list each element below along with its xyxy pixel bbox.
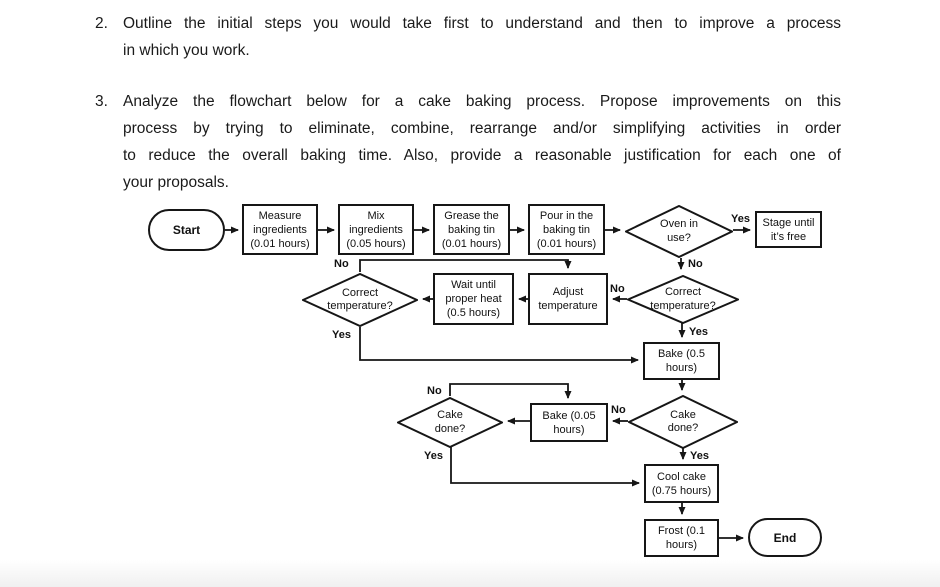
question-3-line-3: to reduce the overall baking time. Also,… [123, 147, 841, 164]
flow-node-grease-tin: Grease the baking tin (0.01 hours) [433, 204, 510, 255]
question-2-line-1: Outline the initial steps you would take… [123, 15, 841, 32]
flow-node-wait-proper-heat: Wait until proper heat (0.5 hours) [433, 273, 514, 325]
branch-label-correct-temp-right-no: No [610, 283, 625, 295]
branch-label-oven-yes: Yes [731, 213, 750, 225]
flow-node-cool-cake: Cool cake (0.75 hours) [644, 464, 719, 503]
diamond-label: Cake done? [434, 409, 466, 435]
question-3-line-4: your proposals. [123, 174, 229, 191]
flow-node-cake-done-left: Cake done? [397, 397, 503, 448]
flow-node-mix-ingredients: Mix ingredients (0.05 hours) [338, 204, 414, 255]
flow-node-oven-in-use: Oven in use? [625, 205, 733, 258]
flow-node-frost: Frost (0.1 hours) [644, 519, 719, 557]
branch-label-cake-done-left-yes: Yes [424, 450, 443, 462]
diamond-label: Correct temperature? [650, 286, 716, 312]
branch-label-correct-temp-right-yes: Yes [689, 326, 708, 338]
flow-node-measure-ingredients: Measure ingredients (0.01 hours) [242, 204, 318, 255]
flow-node-end: End [748, 518, 822, 557]
question-2-text: Outline the initial steps you would take… [123, 10, 841, 64]
flow-node-adjust-temperature: Adjust temperature [528, 273, 608, 325]
flow-node-correct-temperature-right: Correct temperature? [627, 275, 739, 324]
question-3-number: 3. [95, 93, 108, 110]
branch-label-oven-no: No [688, 258, 703, 270]
branch-label-cake-done-right-yes: Yes [690, 450, 709, 462]
branch-label-cake-done-right-no: No [611, 404, 626, 416]
flow-node-correct-temperature-left: Correct temperature? [302, 273, 418, 327]
diamond-label: Oven in use? [660, 218, 698, 244]
diamond-outline [302, 273, 418, 327]
question-2-number: 2. [95, 15, 108, 32]
question-2-line-2: in which you work. [123, 42, 250, 59]
branch-label-correct-temp-left-yes: Yes [332, 329, 351, 341]
question-3-line-2: process by trying to eliminate, combine,… [123, 120, 841, 137]
diamond-outline [628, 395, 738, 449]
flow-node-cake-done-right: Cake done? [628, 395, 738, 449]
diamond-label: Cake done? [667, 408, 699, 435]
flow-node-start: Start [148, 209, 225, 251]
page-bottom-shadow [0, 560, 940, 587]
diamond-outline [627, 275, 739, 324]
question-3-line-1: Analyze the flowchart below for a cake b… [123, 93, 841, 110]
diamond-label: Correct temperature? [327, 286, 393, 313]
diamond-outline [397, 397, 503, 448]
flow-node-bake-short: Bake (0.05 hours) [530, 403, 608, 442]
flow-node-stage-until-free: Stage until it’s free [755, 211, 822, 248]
branch-label-correct-temp-left-no: No [334, 258, 349, 270]
branch-label-cake-done-left-no: No [427, 385, 442, 397]
flow-node-pour-tin: Pour in the baking tin (0.01 hours) [528, 204, 605, 255]
flow-node-bake-long: Bake (0.5 hours) [643, 342, 720, 380]
question-3-text: Analyze the flowchart below for a cake b… [123, 88, 841, 196]
diamond-outline [625, 205, 733, 258]
